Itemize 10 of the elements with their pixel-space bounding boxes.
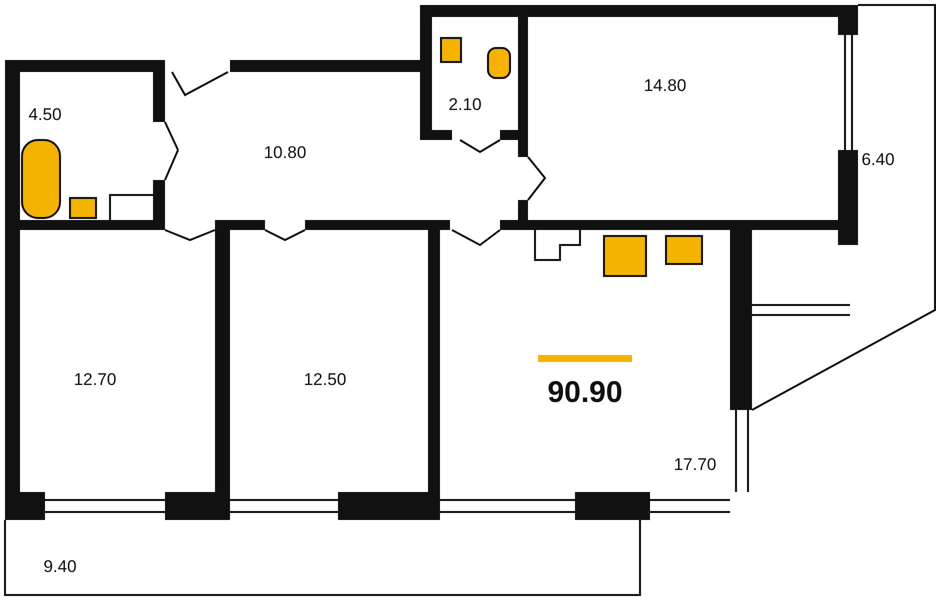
room-area: 6.40 [861,150,895,170]
room-area: 10.80 [264,143,306,163]
room-area: 9.40 [43,557,77,577]
room-area: 2.10 [448,95,482,115]
room-area: 4.50 [28,105,62,125]
room-area: 17.70 [674,455,716,475]
total-area: 90.90 [547,376,623,410]
room-area: 12.70 [74,370,116,390]
room-area: 12.50 [304,370,346,390]
room-area: 14.80 [644,76,686,96]
